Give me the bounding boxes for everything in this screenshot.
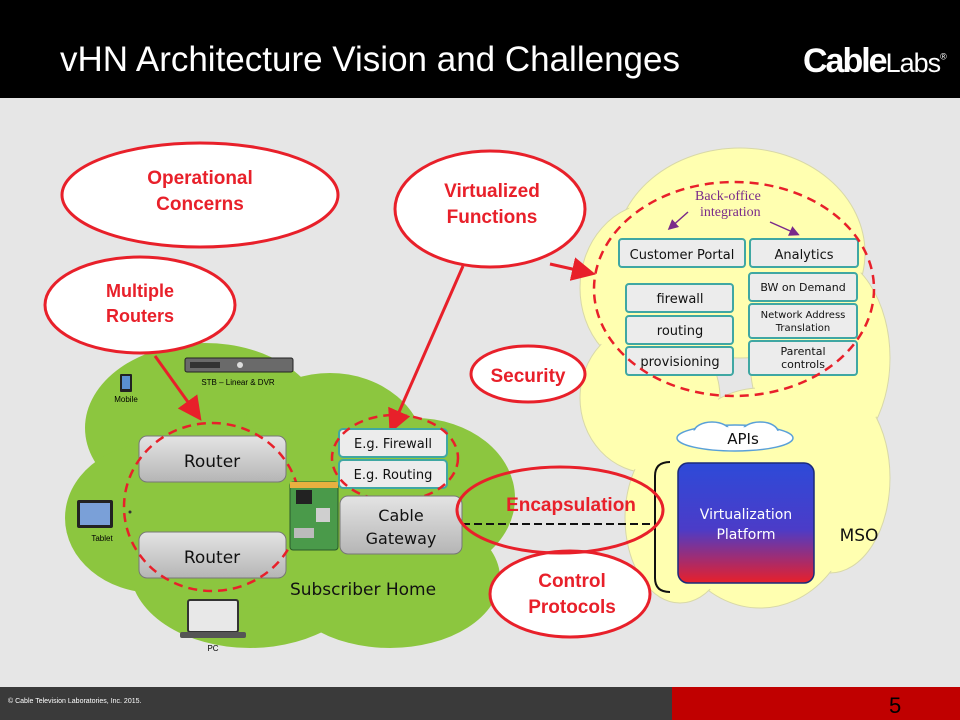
gateway-text-1: Cable	[378, 506, 423, 525]
security-text: Security	[491, 366, 566, 387]
arrow-to-portal	[667, 211, 689, 230]
security-ellipse	[469, 344, 587, 404]
virtualized-functions-ellipse	[393, 149, 587, 269]
header-bar: vHN Architecture Vision and Challenges C…	[0, 0, 960, 98]
customer-portal-box: Customer Portal	[618, 238, 746, 268]
mso-label: MSO	[840, 526, 879, 546]
router-2: Router	[138, 531, 287, 579]
arrow-to-analytics	[769, 221, 800, 236]
stb-device: STB – Linear & DVR	[184, 357, 294, 387]
cablelabs-logo: CableLabs®	[803, 42, 947, 81]
arrow-backoffice	[549, 257, 596, 281]
mobile-label: Mobile	[114, 395, 138, 404]
mso-firewall-text: firewall	[656, 292, 703, 307]
stb-label: STB – Linear & DVR	[201, 378, 275, 387]
tablet-label: Tablet	[91, 534, 113, 543]
diagram-area: Operational Concerns Multiple Routers Vi…	[0, 98, 960, 687]
raspberry-pi-board	[289, 481, 339, 551]
footer-red-block: 5	[672, 687, 960, 720]
apis-label: APIs	[727, 430, 759, 448]
page-number: 5	[889, 693, 902, 718]
pc-device: PC	[180, 599, 246, 653]
gateway-text-2: Gateway	[366, 529, 437, 548]
parental-text-2: controls	[781, 358, 825, 371]
router-1-label: Router	[184, 452, 240, 472]
mobile-device: Mobile	[114, 374, 138, 404]
back-office-text-2: integration	[700, 205, 761, 220]
encapsulation-ellipse	[455, 465, 665, 555]
nat-text-2: Translation	[775, 323, 831, 334]
router-1: Router	[138, 435, 287, 483]
control-text-2: Protocols	[528, 597, 616, 618]
bw-on-demand-text: BW on Demand	[760, 281, 845, 294]
slide-title: vHN Architecture Vision and Challenges	[60, 40, 680, 79]
operational-text-2: Concerns	[156, 194, 244, 215]
control-text-1: Control	[538, 571, 606, 592]
multiple-routers-text-1: Multiple	[106, 281, 174, 301]
parental-text-1: Parental	[780, 345, 825, 358]
customer-portal-text: Customer Portal	[630, 248, 735, 263]
arrow-virtualized	[388, 265, 465, 434]
platform-text-1: Virtualization	[700, 507, 792, 523]
eg-routing-text: E.g. Routing	[354, 468, 433, 483]
multiple-routers-text-2: Routers	[106, 306, 174, 326]
apis-cloud-fill	[679, 427, 791, 449]
mso-routing-text: routing	[657, 324, 703, 339]
eg-routing-box: E.g. Routing	[338, 459, 448, 489]
eg-firewall-text: E.g. Firewall	[354, 437, 432, 452]
back-office-text-1: Back-office	[695, 189, 761, 204]
eg-firewall-box: E.g. Firewall	[338, 428, 448, 458]
architecture-diagram: Operational Concerns Multiple Routers Vi…	[43, 141, 891, 653]
cable-gateway: Cable Gateway	[339, 495, 463, 555]
logo-mark: ®	[940, 51, 947, 62]
mso-firewall-box: firewall	[625, 283, 734, 313]
nat-text-1: Network Address	[761, 310, 846, 321]
platform-text-2: Platform	[716, 527, 775, 543]
arrow-routers	[153, 355, 202, 421]
copyright-text: © Cable Television Laboratories, Inc. 20…	[8, 698, 142, 705]
encapsulation-text: Encapsulation	[506, 495, 636, 516]
logo-bold-text: Cable	[803, 42, 888, 80]
analytics-box: Analytics	[749, 238, 859, 268]
dot	[128, 510, 132, 514]
operational-text-1: Operational	[147, 168, 253, 189]
subscriber-home-label: Subscriber Home	[290, 580, 436, 600]
tablet-device: Tablet	[77, 500, 113, 543]
bw-on-demand-box: BW on Demand	[748, 272, 858, 302]
virtualization-platform: Virtualization Platform	[677, 462, 815, 584]
nat-box: Network Address Translation	[748, 303, 858, 339]
pc-label: PC	[207, 644, 218, 653]
control-protocols-ellipse	[488, 549, 652, 639]
operational-concerns-ellipse	[60, 141, 340, 249]
provisioning-text: provisioning	[640, 355, 719, 370]
router-2-label: Router	[184, 548, 240, 568]
virtualized-text-1: Virtualized	[444, 181, 540, 202]
back-office-dashed-ellipse	[592, 180, 876, 398]
analytics-text: Analytics	[774, 248, 833, 263]
logo-light-text: Labs	[885, 48, 942, 78]
multiple-routers-ellipse	[43, 255, 237, 355]
footer-bar: © Cable Television Laboratories, Inc. 20…	[0, 687, 960, 720]
provisioning-box: provisioning	[625, 346, 734, 376]
mso-routing-box: routing	[625, 315, 734, 345]
virtualized-text-2: Functions	[447, 207, 538, 228]
